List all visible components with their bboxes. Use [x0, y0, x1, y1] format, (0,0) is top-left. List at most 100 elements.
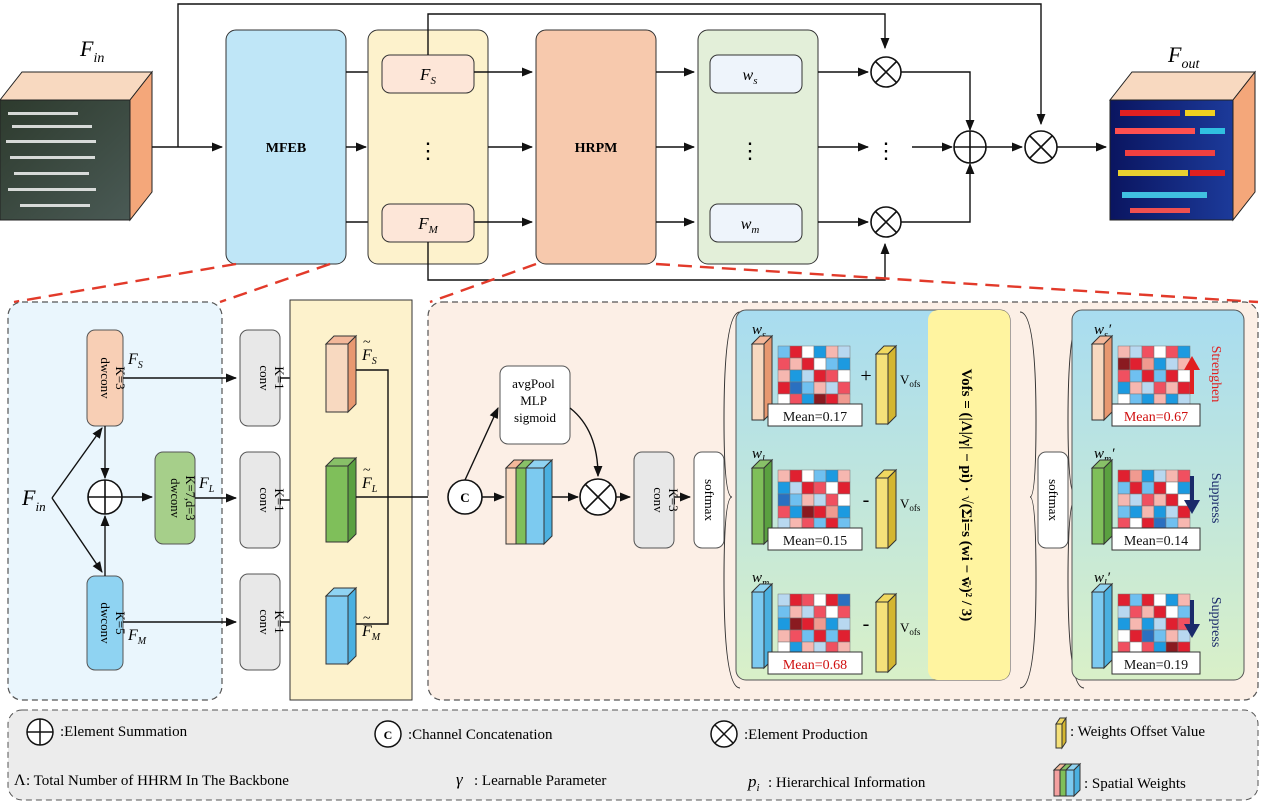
svg-text:dwconvK=7,d=3: dwconvK=7,d=3: [168, 475, 197, 520]
svg-text:C: C: [460, 490, 469, 505]
out-mean-box: [1111, 527, 1201, 551]
svg-text:ws: ws: [743, 67, 758, 87]
tilde-fs-label: FS: [361, 347, 377, 367]
tilde-fm-label: FM: [361, 623, 381, 643]
out-mean-box: [1111, 651, 1201, 675]
svg-text:convK=3: convK=3: [651, 487, 681, 513]
output-heatmap-cube: [1108, 70, 1257, 222]
mfeb-fin-label: Fin: [21, 485, 46, 514]
svg-text:convK=1: convK=1: [257, 365, 287, 391]
legend-gamma: : Learnable Parameter: [474, 773, 606, 789]
mean-box: [767, 527, 863, 551]
svg-text:FM: FM: [417, 214, 438, 236]
tilde-fl-cuboid: [324, 456, 358, 544]
svg-text:C: C: [384, 728, 393, 742]
feature-vdots: ⋮: [417, 138, 439, 163]
mfeb-fs-label: FS: [127, 351, 143, 371]
hrpm-detail: C avgPool MLP sigmoid c: [427, 301, 1259, 701]
legend-prod-icon: [710, 720, 738, 748]
mfeb-label: MFEB: [266, 141, 306, 156]
out-mean-value: Mean=0.14: [1124, 534, 1188, 549]
out-heatmap: [1117, 345, 1191, 419]
legend-spatial-icon: [1052, 762, 1082, 798]
conv-k1-l[interactable]: convK=1: [239, 451, 287, 549]
concat-icon: C: [447, 479, 483, 515]
mean-value: Mean=0.68: [783, 658, 847, 673]
mean-value: Mean=0.15: [783, 534, 847, 549]
legend-pi: : Hierarchical Information: [768, 775, 926, 791]
svg-text:convK=1: convK=1: [257, 487, 287, 513]
mfeb-fl-label: FL: [198, 475, 215, 495]
vofs-label: Vofs: [900, 496, 921, 513]
gate-box[interactable]: [499, 365, 571, 445]
ws-box[interactable]: [709, 54, 803, 94]
svg-text:softmax: softmax: [702, 479, 717, 521]
svg-text:wm: wm: [741, 216, 760, 236]
arrow-up-icon: [1184, 356, 1200, 394]
hrpm-multiply-icon: [579, 478, 617, 516]
legend-spatial: : Spatial Weights: [1084, 776, 1186, 792]
multiply-final-icon: [1024, 130, 1058, 164]
softmax-1[interactable]: softmax: [693, 451, 725, 549]
legend-offset: : Weights Offset Value: [1070, 724, 1205, 740]
weight-row-s: wsMean=0.17+Vofs: [750, 322, 921, 427]
conv-k1-s[interactable]: convK=1: [239, 329, 287, 427]
gate-text: avgPool MLP sigmoid: [512, 376, 558, 425]
tilde-fl-label: FL: [361, 475, 378, 495]
legend-pi-sym: pi: [747, 772, 760, 794]
svg-text:FS: FS: [419, 65, 436, 87]
out-mean-value: Mean=0.19: [1124, 658, 1188, 673]
fout-label: Fout: [1167, 42, 1200, 72]
arrow-down-icon: [1184, 600, 1200, 638]
svg-text:dwconvK=3: dwconvK=3: [98, 357, 128, 399]
legend-lambda-sym: Λ: [14, 772, 26, 789]
weights-vdots: ⋮: [739, 138, 761, 163]
mfeb-detail: Fin dwconvK=3 FS dwconvK=5 FM dwconvK=7,…: [7, 299, 446, 701]
multiply-bottom-icon: [870, 206, 902, 238]
legend-offset-icon: [1055, 716, 1067, 750]
conv-k1-m[interactable]: convK=1: [239, 573, 287, 671]
top-section: Fin MFEB FS ⋮ FM HRPM ws: [0, 3, 1257, 281]
formula-panel: [928, 310, 1010, 680]
conv-k3[interactable]: convK=3: [633, 451, 681, 549]
offset-op: +: [860, 365, 871, 387]
tilde-fm-cuboid: [324, 586, 358, 666]
wm-box[interactable]: [709, 203, 803, 243]
svg-text:dwconvK=5: dwconvK=5: [98, 602, 128, 644]
top-vdots: ⋮: [875, 138, 897, 163]
multiply-top-icon: [870, 56, 902, 88]
stacked-spatial-weights: [504, 458, 554, 546]
softmax-2[interactable]: softmax: [1037, 451, 1069, 549]
out-tag: Strenghen: [1208, 346, 1223, 403]
tilde-fs-cuboid: [324, 334, 358, 414]
weight-row-m: wmMean=0.68-Vofs: [750, 570, 921, 675]
offset-op: -: [863, 613, 870, 635]
fin-label: Fin: [79, 36, 104, 66]
legend-concat: :Channel Concatenation: [408, 727, 553, 743]
legend-prod: :Element Production: [744, 727, 868, 743]
sum-top-icon: [953, 130, 987, 164]
svg-text:convK=1: convK=1: [257, 609, 287, 635]
svg-text:softmax: softmax: [1046, 479, 1061, 521]
out-tag: Suppress: [1208, 597, 1223, 648]
hrpm-label: HRPM: [575, 141, 618, 156]
mean-value: Mean=0.17: [783, 410, 847, 425]
mfeb-fm-label: FM: [127, 627, 147, 647]
tilde-m: ~: [363, 611, 371, 626]
mfeb-sum-icon: [87, 479, 123, 515]
formula-text: Vofs = (|Λ|/γ| − pi) · √(Σi=s (wi − w̄)²…: [958, 369, 974, 622]
legend: :Element Summation C :Channel Concatenat…: [7, 709, 1259, 801]
tilde-l: ~: [363, 463, 371, 478]
out-mean-box: [1111, 403, 1201, 427]
out-mean-value: Mean=0.67: [1124, 410, 1188, 425]
arrow-down-icon: [1184, 476, 1200, 514]
mean-box: [767, 651, 863, 675]
input-image-cube: [0, 70, 154, 222]
legend-sum: :Element Summation: [60, 724, 188, 740]
legend-concat-icon: C: [374, 720, 402, 748]
legend-gamma-sym: γ: [456, 770, 464, 789]
weight-row-l: wlMean=0.15-Vofs: [750, 446, 921, 551]
